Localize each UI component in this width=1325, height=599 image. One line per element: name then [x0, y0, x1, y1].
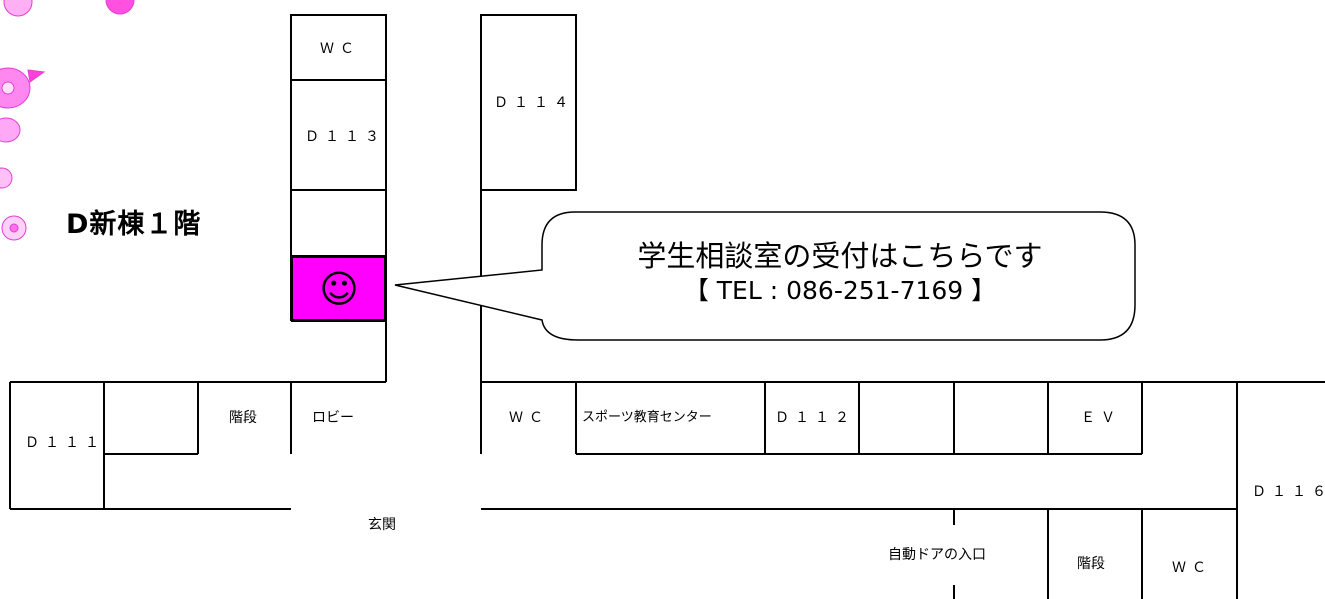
room-label-auto-door: 自動ドアの入口 [888, 547, 986, 563]
room-label-ev: ＥＶ [1081, 410, 1121, 426]
room-label-stairs-left: 階段 [229, 410, 257, 426]
room-label-d114: Ｄ１１４ [494, 95, 574, 111]
room-label-wc-bottom: ＷＣ [1172, 560, 1212, 576]
callout-bubble [394, 211, 1136, 341]
callout-text: 学生相談室の受付はこちらです 【 TEL : 086-251-7169 】 [545, 238, 1135, 308]
smiley-icon: ☺ [319, 266, 359, 311]
counseling-room [291, 256, 386, 321]
callout-tel: 【 TEL : 086-251-7169 】 [683, 276, 997, 305]
room-label-d116: Ｄ１１６ [1252, 484, 1325, 500]
flower-decoration [0, 0, 135, 241]
room-label-sports-center: スポーツ教育センター [582, 410, 712, 425]
floor-title: D新棟１階 [66, 209, 202, 240]
room-label-entrance: 玄関 [368, 517, 396, 533]
room-label-lobby: ロビー [312, 410, 354, 426]
room-label-d111: Ｄ１１１ [25, 435, 105, 451]
callout-message: 学生相談室の受付はこちらです [637, 239, 1043, 273]
room-label-d112: Ｄ１１２ [775, 410, 855, 426]
room-label-d113: Ｄ１１３ [305, 129, 385, 145]
room-label-wc-top: ＷＣ [320, 41, 360, 57]
room-label-wc-mid: ＷＣ [509, 410, 549, 426]
room-label-stairs-right: 階段 [1077, 556, 1105, 572]
